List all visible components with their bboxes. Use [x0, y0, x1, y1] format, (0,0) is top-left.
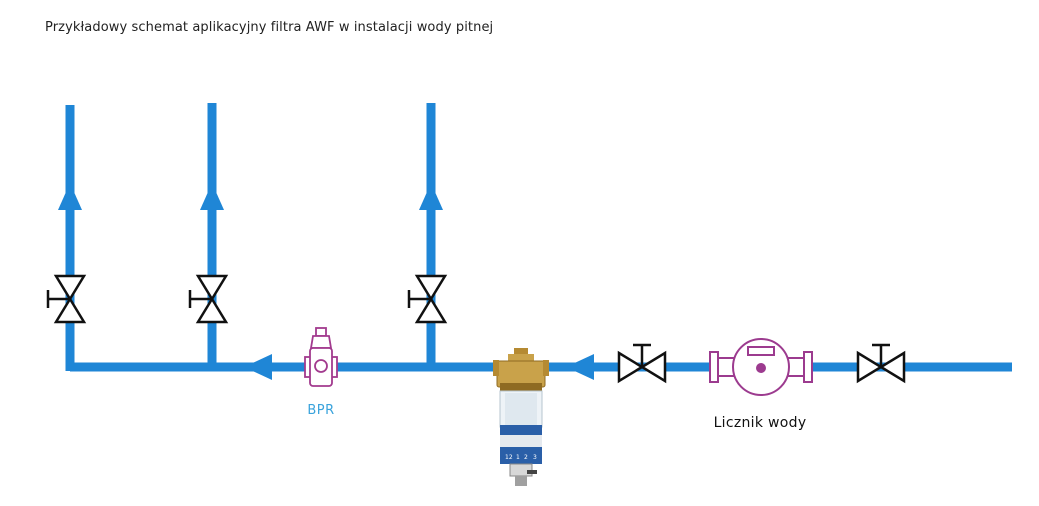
flow-arrow-icon	[58, 183, 82, 210]
bpr-label: BPR	[307, 403, 334, 418]
pipe-network	[65, 103, 1012, 372]
filter-scale-mark: 2	[524, 454, 528, 461]
gate-valve-icon	[46, 274, 87, 324]
water-meter-icon	[709, 338, 813, 396]
main-arrows	[244, 354, 594, 380]
diagram-title: Przykładowy schemat aplikacyjny filtra A…	[45, 20, 494, 35]
gate-valve-icon	[617, 343, 667, 384]
gate-valve-icon	[856, 343, 906, 384]
flow-arrow-icon	[566, 354, 594, 380]
flow-arrow-icon	[419, 183, 443, 210]
flow-arrow-icon	[244, 354, 272, 380]
gate-valve-icon	[407, 274, 448, 324]
filter-scale-mark: 1	[516, 454, 520, 461]
gate-valve-icon	[188, 274, 229, 324]
riser-valves	[46, 274, 448, 324]
filter-scale-mark: 3	[533, 454, 537, 461]
flow-arrow-icon	[200, 183, 224, 210]
main-valves	[617, 343, 906, 384]
water-filter-icon	[493, 348, 549, 486]
filter-scale: 12 1 2 3	[505, 454, 537, 461]
riser-arrows	[58, 183, 443, 210]
filter-scale-mark: 12	[505, 454, 513, 461]
pressure-reducer-icon	[304, 327, 338, 387]
water-meter-label: Licznik wody	[714, 415, 807, 431]
